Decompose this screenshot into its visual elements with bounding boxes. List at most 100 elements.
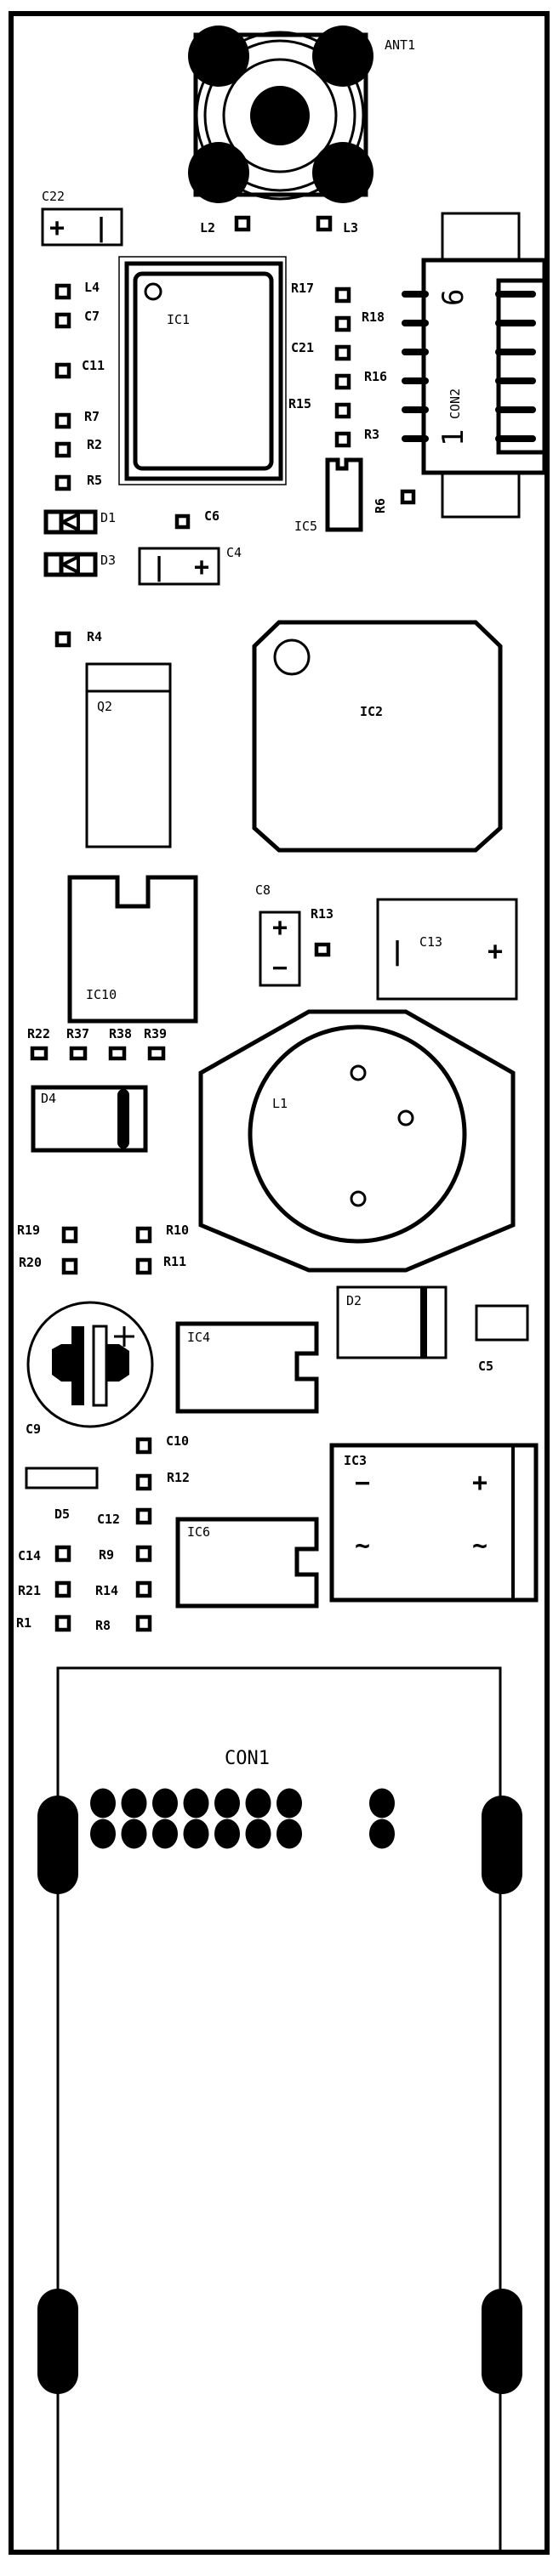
ic1-label: IC1 [167, 312, 190, 327]
r3-label: R3 [364, 427, 379, 442]
r38-pad [108, 1046, 127, 1061]
ant1-connector: ANT1 [188, 26, 415, 203]
ic5-label: IC5 [294, 519, 317, 534]
c6-pad [174, 513, 191, 530]
r10-label: R10 [166, 1223, 189, 1238]
c9-label: C9 [26, 1421, 41, 1437]
c22-minus-bar: | [94, 213, 109, 243]
c4-plus: + [194, 553, 209, 582]
c6-label: C6 [204, 508, 219, 524]
c10-label: C10 [166, 1433, 189, 1449]
r6-label: R6 [373, 498, 388, 513]
r5-label: R5 [87, 473, 102, 488]
ant1-pad [188, 26, 249, 87]
con1-mount-slot [482, 1796, 522, 1894]
c11-label: C11 [82, 358, 105, 373]
ant1-pad [312, 142, 373, 203]
con1-pad [121, 1788, 147, 1819]
r14-label: R14 [95, 1583, 118, 1598]
r21-label: R21 [18, 1583, 41, 1598]
con1-pad [245, 1819, 271, 1849]
con1-pad [90, 1788, 116, 1819]
ant1-center-pad [250, 86, 310, 145]
r13-pad [314, 942, 331, 957]
l1-inductor: L1 [198, 1009, 516, 1273]
d1-diode [43, 509, 98, 535]
c4-minus-bar: | [151, 553, 167, 582]
ic3-minus: − [355, 1468, 370, 1498]
con1-pad [214, 1819, 240, 1849]
r9-label: R9 [99, 1547, 114, 1563]
c22-label: C22 [42, 189, 65, 204]
c8-plus: + [272, 913, 288, 943]
r21-pad [54, 1580, 71, 1598]
r37-label: R37 [66, 1026, 89, 1041]
c12-label: C12 [97, 1512, 120, 1527]
r1-label: R1 [16, 1615, 31, 1631]
d5-label: D5 [54, 1506, 70, 1522]
c14-label: C14 [18, 1548, 41, 1563]
r8-label: R8 [95, 1618, 111, 1633]
con1-pad [369, 1819, 395, 1849]
c12-pad [135, 1507, 152, 1525]
con1-pad [183, 1819, 209, 1849]
c7-pad [54, 312, 71, 329]
con2-label: CON2 [448, 389, 463, 419]
r11-label: R11 [163, 1254, 186, 1269]
l4-pad [54, 283, 71, 300]
r11-pad [135, 1257, 152, 1275]
c8-capacitor [259, 911, 301, 987]
c11-pad [54, 362, 71, 379]
ic10-label: IC10 [86, 987, 117, 1002]
r20-pad [61, 1257, 78, 1275]
con1-pad [369, 1788, 395, 1819]
con1-pad [152, 1819, 178, 1849]
q2-transistor [85, 662, 172, 848]
ic1-module: IC1 [118, 256, 287, 485]
r22-label: R22 [27, 1026, 50, 1041]
ic4-chip [175, 1321, 319, 1414]
r18-label: R18 [362, 309, 385, 325]
d1-label: D1 [100, 510, 116, 525]
c4-label: C4 [226, 545, 242, 560]
con1-mount-slot [37, 1796, 78, 1894]
r10-pad [135, 1226, 152, 1244]
c8-minus: − [272, 953, 288, 983]
r20-label: R20 [19, 1255, 42, 1270]
con1-pad [245, 1788, 271, 1819]
r15-label: R15 [288, 396, 311, 411]
ic2-label: IC2 [360, 704, 383, 719]
ic3-plus: + [472, 1468, 487, 1498]
con2-pin1-label: 1 [436, 429, 470, 446]
ic6-chip [175, 1517, 319, 1609]
r13-label: R13 [311, 906, 334, 922]
con1-mount-slot [37, 2289, 78, 2394]
c13-capacitor [376, 898, 518, 1001]
c9-electrolytic-capacitor: C9 [26, 1301, 154, 1437]
d3-label: D3 [100, 553, 116, 568]
r15-pad [334, 402, 351, 419]
r9-pad [135, 1545, 152, 1563]
con1-mount-slot [482, 2289, 522, 2394]
l4-label: L4 [84, 280, 100, 295]
r39-label: R39 [144, 1026, 167, 1041]
r12-label: R12 [167, 1470, 190, 1485]
r2-pad [54, 441, 71, 458]
l3-label: L3 [343, 220, 358, 235]
con2-connector: 6 1 CON2 [402, 212, 547, 519]
c7-label: C7 [84, 309, 100, 324]
c21-pad [334, 344, 351, 361]
q2-label: Q2 [97, 699, 112, 714]
con1-pad [214, 1788, 240, 1819]
r16-label: R16 [364, 369, 387, 384]
ic10-chip [67, 875, 198, 1024]
d4-cathode-band [117, 1089, 129, 1149]
con1-pad [183, 1788, 209, 1819]
ic6-label: IC6 [187, 1524, 210, 1540]
r17-label: R17 [291, 281, 314, 296]
ant1-pad [312, 26, 373, 87]
d2-diode [336, 1285, 448, 1359]
r7-label: R7 [84, 409, 100, 424]
ic2-pin1-marker [273, 638, 311, 676]
